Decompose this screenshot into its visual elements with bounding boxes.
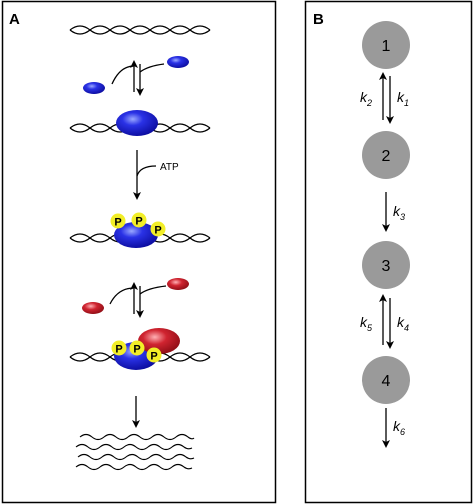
rate-k6: k6 [393,418,405,437]
inhibitor-protein-free-right [167,278,189,290]
svg-text:P: P [115,344,122,356]
inhibitor-protein-bound [138,328,180,354]
phosphate-group: P [111,340,127,356]
activator-protein-free-right [167,56,189,68]
transition-arrows-3-4 [379,294,394,349]
rate-k3: k3 [393,203,405,222]
panel-b-frame [304,0,473,504]
state-label-1: 1 [382,38,391,55]
panel-a-frame [1,0,277,504]
phosphate-group: P [146,347,162,363]
activator-protein-phosphorylated [114,222,158,248]
rate-k4: k4 [397,314,409,333]
svg-text:P: P [150,351,157,363]
state-node-3 [362,241,410,289]
svg-text:P: P [133,344,140,356]
panel-a-label: A [9,11,20,28]
state-label-4: 4 [382,373,391,390]
svg-text:P: P [154,225,161,237]
rate-k2: k2 [360,89,372,108]
inhibitor-protein-free-left [82,302,104,314]
phosphate-group: P [150,221,166,237]
transition-arrows-1-2 [379,72,394,124]
state-label-3: 3 [382,258,391,275]
activator-protein-free-left [83,82,105,94]
rate-k1: k1 [397,89,409,108]
phosphate-group: P [129,340,145,356]
binding-arrows-activator [111,60,165,96]
state-node-2 [362,131,410,179]
phosphate-group: P [110,213,126,229]
phosphate-group: P [131,212,147,228]
mrna-transcripts [75,433,195,471]
activator-protein-bound [116,110,158,136]
phosphorylation-arrow [133,150,157,200]
state-label-2: 2 [382,148,391,165]
rate-k5: k5 [360,314,373,333]
state-node-1 [362,21,410,69]
binding-arrows-inhibitor [109,282,167,318]
svg-text:P: P [135,216,142,228]
panel-b-label: B [313,11,324,28]
state-node-4 [362,356,410,404]
dna-helix-empty [69,25,211,35]
atp-label: ATP [160,162,179,173]
svg-text:P: P [114,217,121,229]
